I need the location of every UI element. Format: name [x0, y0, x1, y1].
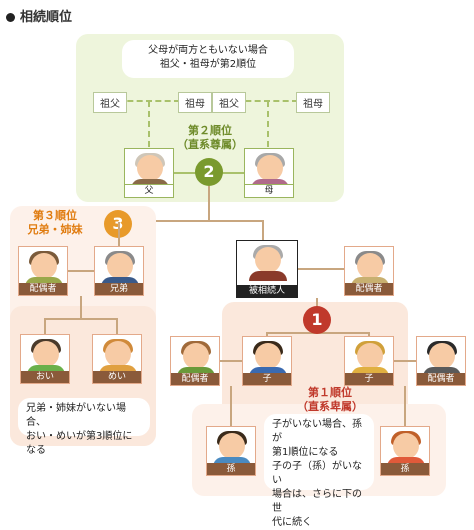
rank1-badge: 1: [303, 306, 331, 334]
grandparents-connector: [148, 101, 150, 147]
grandchild-figure: 孫: [380, 426, 430, 476]
rank2-badge: 2: [195, 158, 223, 186]
deceased-spouse-figure: 配偶者: [344, 246, 394, 296]
rank1-label: 第１順位 （直系卑属）: [297, 386, 363, 413]
deceased-line: [208, 220, 262, 222]
child-spouse-line: [220, 360, 242, 362]
grandfather-tag: 祖父: [212, 92, 246, 113]
child-spouse-line: [394, 360, 416, 362]
grandfather-tag: 祖父: [93, 92, 127, 113]
nephews-line: [44, 318, 46, 334]
parents-to-deceased-line: [208, 186, 210, 220]
rank1-note: 子がいない場合、孫が 第1順位になる 子の子（孫）がいない 場合は、さらに下の世…: [264, 414, 374, 528]
grandchild-line: [230, 386, 232, 426]
grandmother-tag: 祖母: [178, 92, 212, 113]
page-title: 相続順位: [6, 6, 72, 25]
sibling-spouse-line: [68, 270, 94, 272]
sibling-down-line: [118, 222, 120, 246]
sibling-branch-line: [118, 220, 210, 222]
rank3-note: 兄弟・姉妹がいない場合、 おい・めいが第3順位になる: [18, 398, 150, 456]
deceased-line: [262, 220, 264, 240]
sibling-spouse-figure: 配偶者: [18, 246, 68, 296]
nephews-line: [44, 318, 118, 320]
nephew-figure: おい: [20, 334, 70, 384]
child-spouse-figure: 配偶者: [170, 336, 220, 386]
child-figure: 子: [344, 336, 394, 386]
page-title-text: 相続順位: [20, 10, 73, 25]
child-spouse-figure: 配偶者: [416, 336, 466, 386]
sibling-figure: 兄弟: [94, 246, 144, 296]
children-line: [266, 332, 268, 336]
rank2-label: 第２順位 （直系尊属）: [177, 124, 243, 151]
rank3-label: 第３順位 兄弟・姉妹: [27, 209, 83, 236]
mother-figure: 母: [244, 148, 294, 198]
deceased-figure: 被相続人: [236, 240, 298, 298]
nephews-line: [116, 318, 118, 334]
grandparents-connector: [267, 101, 269, 147]
grandparents-note-line: 父母が両方ともいない場合: [148, 45, 268, 56]
father-figure: 父: [124, 148, 174, 198]
grandmother-tag: 祖母: [296, 92, 330, 113]
deceased-spouse-line: [298, 268, 344, 270]
grandchild-figure: 孫: [206, 426, 256, 476]
grandparents-note-line: 祖父・祖母が第2順位: [159, 59, 257, 70]
niece-figure: めい: [92, 334, 142, 384]
grandparents-note: 父母が両方ともいない場合 祖父・祖母が第2順位: [122, 40, 294, 78]
nephews-line: [80, 296, 82, 318]
grandchild-line: [404, 386, 406, 426]
children-line: [368, 332, 370, 336]
child-figure: 子: [242, 336, 292, 386]
